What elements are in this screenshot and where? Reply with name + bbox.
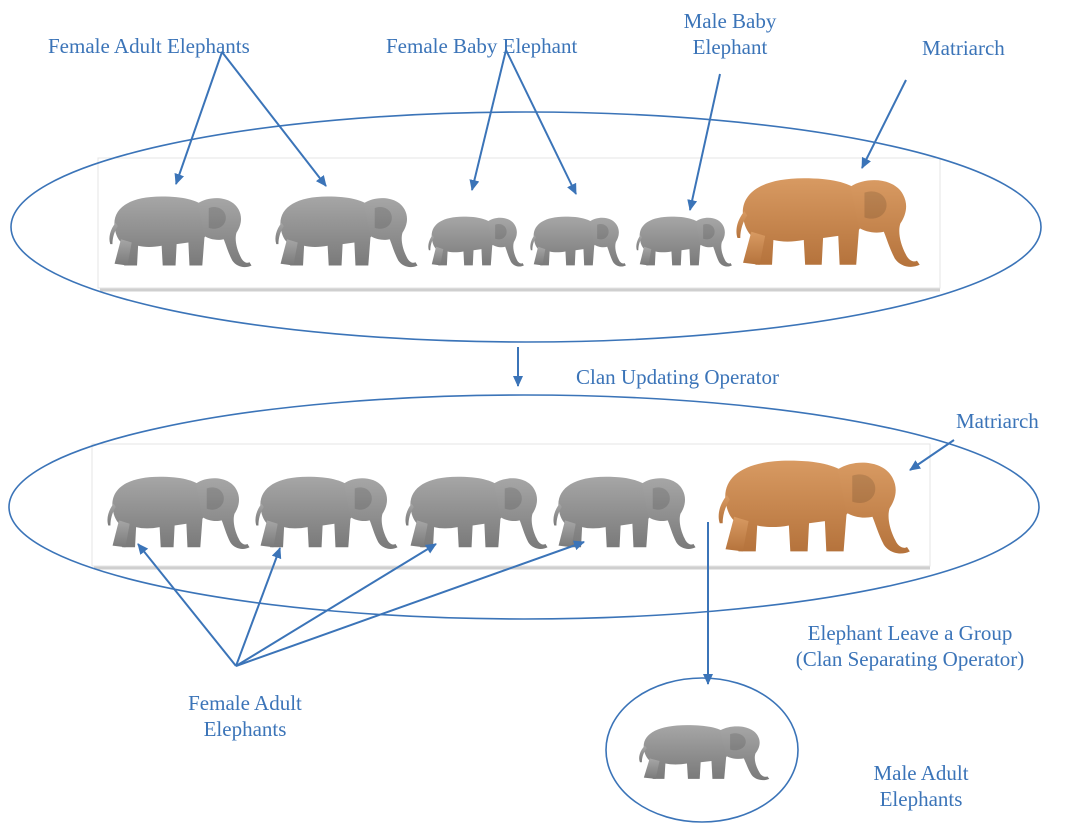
label-female-adult-bottom-line1: Female Adult bbox=[160, 690, 330, 716]
label-male-baby-line1: Male Baby bbox=[660, 8, 800, 34]
label-male-adult-line1: Male Adult bbox=[846, 760, 996, 786]
label-female-adult-top: Female Adult Elephants bbox=[48, 33, 250, 59]
label-male-baby: Male Baby Elephant bbox=[660, 8, 800, 60]
label-leave-group-line2: (Clan Separating Operator) bbox=[760, 646, 1060, 672]
bottom-clan-group bbox=[9, 395, 1039, 619]
label-matriarch-bottom: Matriarch bbox=[956, 408, 1039, 434]
label-female-baby: Female Baby Elephant bbox=[386, 33, 577, 59]
label-clan-updating: Clan Updating Operator bbox=[576, 364, 779, 390]
label-male-adult: Male Adult Elephants bbox=[846, 760, 996, 812]
separated-group bbox=[606, 678, 798, 822]
top-clan-group bbox=[11, 112, 1041, 342]
label-matriarch-top: Matriarch bbox=[922, 35, 1005, 61]
label-leave-group: Elephant Leave a Group (Clan Separating … bbox=[760, 620, 1060, 672]
label-male-adult-line2: Elephants bbox=[846, 786, 996, 812]
label-male-baby-line2: Elephant bbox=[660, 34, 800, 60]
label-female-adult-bottom: Female Adult Elephants bbox=[160, 690, 330, 742]
label-female-adult-bottom-line2: Elephants bbox=[160, 716, 330, 742]
label-leave-group-line1: Elephant Leave a Group bbox=[760, 620, 1060, 646]
